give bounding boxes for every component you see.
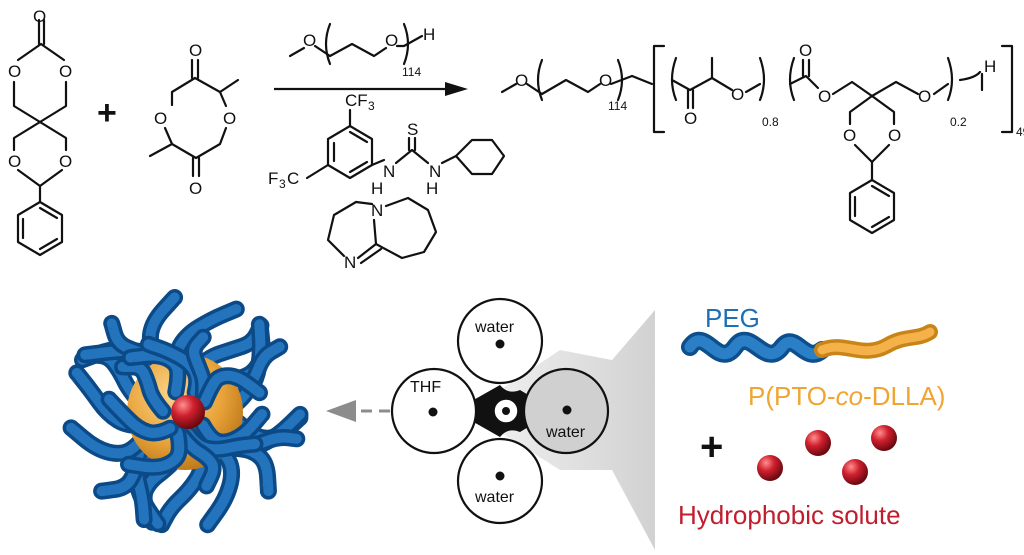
- atom-cf3-top: CF: [345, 91, 368, 110]
- atom-product-o2: O: [599, 71, 612, 90]
- copolymer-suffix: -DLLA): [863, 381, 945, 411]
- atom-f3c-sub: 3: [279, 177, 286, 191]
- micelle-peg-front: [100, 328, 271, 495]
- solute-particle-4: [842, 459, 868, 485]
- legend-peg-label: PEG: [705, 303, 760, 333]
- atom-nh2-n: N: [429, 162, 441, 181]
- reaction-arrow: [274, 82, 468, 96]
- inlet-left-label: THF: [410, 379, 441, 396]
- micelle-solute-particle: [171, 395, 205, 429]
- solute-particle-2: [871, 425, 897, 451]
- multi-inlet-vortex-mixer: water THF water water: [390, 297, 655, 550]
- atom-f3c-c: C: [287, 169, 299, 188]
- reagent-mpeg: O O H 114: [288, 22, 435, 79]
- atom-o-mpeg2: O: [385, 31, 398, 50]
- legend-copolymer-label: P(PTO-co-DLLA): [748, 381, 945, 411]
- mpeg-subscript: 114: [402, 65, 421, 79]
- catalyst-thiourea: CF 3 F 3 C N H S N H: [268, 91, 506, 198]
- monomer-carbonate: O O O O O: [8, 7, 72, 257]
- product-outer-subscript: 49: [1016, 125, 1024, 139]
- atom-product-acetal1: O: [843, 126, 856, 145]
- atom-o-acetal-right: O: [59, 152, 72, 171]
- peg-arm: [220, 341, 285, 418]
- peg-arm: [123, 427, 185, 473]
- atom-product-acetal2: O: [888, 126, 901, 145]
- atom-product-ester2: O: [818, 87, 831, 106]
- atom-h-mpeg: H: [423, 25, 435, 44]
- atom-o-mpeg1: O: [303, 31, 316, 50]
- atom-dbu-n-imine: N: [344, 253, 356, 272]
- atom-product-o1: O: [515, 71, 528, 90]
- inlet-bottom-label: water: [474, 489, 515, 506]
- atom-o-acetal-left: O: [8, 152, 21, 171]
- peg-arm: [189, 332, 209, 404]
- copolymer-prefix: P(PTO-: [748, 381, 836, 411]
- inlet-bottom: [456, 437, 544, 525]
- atom-product-o-end: O: [918, 87, 931, 106]
- catalyst-dbu: N N: [326, 196, 438, 272]
- atom-o-ring-right: O: [59, 62, 72, 81]
- peg-arm: [117, 361, 168, 417]
- peg-arm: [199, 370, 265, 407]
- legend-solute-label: Hydrophobic solute: [678, 500, 901, 530]
- atom-o-ring-left: O: [8, 62, 21, 81]
- atom-product-carbonyl1: O: [684, 109, 697, 128]
- atom-dbu-n-amine: N: [371, 201, 383, 220]
- legend: PEG P(PTO-co-DLLA) + Hydrophobic solute: [678, 303, 945, 530]
- solute-particle-3: [757, 455, 783, 481]
- atom-nh1-n: N: [383, 162, 395, 181]
- atom-nh1-h: H: [371, 179, 383, 198]
- atom-o-carbonyl: O: [33, 7, 46, 26]
- atom-product-carbonyl2: O: [799, 41, 812, 60]
- atom-o-left: O: [154, 109, 167, 128]
- inlet-right-label: water: [545, 424, 586, 441]
- micelle-illustration: [62, 289, 309, 534]
- inlet-top-label: water: [474, 319, 515, 336]
- atom-s: S: [407, 120, 418, 139]
- atom-product-ester1: O: [731, 85, 744, 104]
- product-sub-08: 0.8: [762, 115, 779, 129]
- atom-o-bottom: O: [189, 179, 202, 198]
- atom-nh2-h: H: [426, 179, 438, 198]
- atom-o-right: O: [223, 109, 236, 128]
- peg-arm: [66, 422, 155, 459]
- product-peg-subscript: 114: [608, 99, 627, 113]
- peg-arm: [104, 394, 176, 438]
- peg-arm: [202, 437, 237, 530]
- reaction-plus: +: [97, 94, 117, 132]
- product-sub-02: 0.2: [950, 115, 967, 129]
- atom-o-top: O: [189, 41, 202, 60]
- atom-product-h: H: [984, 57, 996, 76]
- product-polymer: O O 114 O O 0.8 O O O 0.2 H: [500, 41, 1024, 235]
- legend-plus: +: [700, 425, 723, 469]
- atom-f3c-f: F: [268, 169, 278, 188]
- atom-cf3-top-sub: 3: [368, 99, 375, 113]
- solute-particle-1: [805, 430, 831, 456]
- monomer-lactide: O O O O: [148, 41, 240, 198]
- copolymer-italic: co: [836, 381, 863, 411]
